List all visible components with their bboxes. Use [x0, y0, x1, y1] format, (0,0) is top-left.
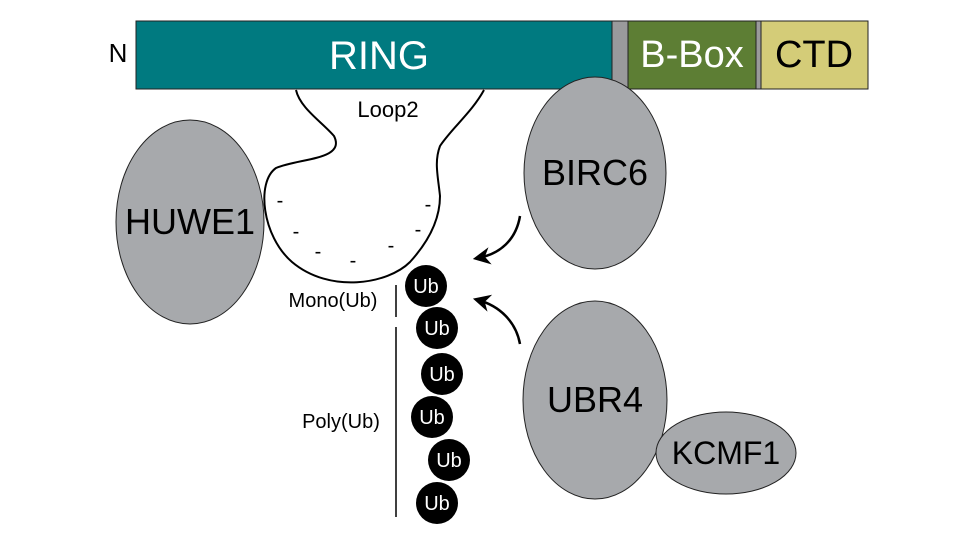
mono-ub-label: Mono(Ub) [289, 290, 378, 312]
ubr4-arrow [472, 294, 522, 345]
negative-charges: - - - - - - - [277, 190, 432, 272]
ub-poly: Ub [428, 439, 470, 481]
ring-label: RING [329, 34, 429, 78]
ub-label: Ub [424, 493, 450, 515]
ctd-label: CTD [775, 34, 853, 76]
charge-symbol: - [293, 221, 300, 243]
ub-circle [428, 439, 470, 481]
ub-poly: Ub [411, 396, 453, 438]
ub-poly: Ub [421, 353, 463, 395]
ub-label: Ub [413, 276, 439, 298]
linker-segment [611, 20, 629, 90]
ctd-domain [760, 20, 869, 90]
charge-symbol: - [350, 250, 357, 272]
ub-circle [411, 396, 453, 438]
ub-mono: Ub [405, 265, 447, 307]
charge-symbol: - [425, 194, 432, 216]
ub-label: Ub [429, 364, 455, 386]
ub-circle [416, 482, 458, 524]
charge-symbol: - [315, 241, 322, 263]
charge-symbol: - [415, 219, 422, 241]
ub-circle [405, 265, 447, 307]
ub-label: Ub [424, 318, 450, 340]
huwe1-label: HUWE1 [125, 201, 255, 242]
ub-label: Ub [419, 407, 445, 429]
ub-circle [421, 353, 463, 395]
bbox-label: B-Box [640, 34, 743, 76]
birc6-label: BIRC6 [542, 152, 648, 193]
ub-label: Ub [436, 450, 462, 472]
ring-domain [135, 20, 613, 90]
huwe1-ellipse [115, 119, 265, 325]
ub-poly: Ub [416, 482, 458, 524]
poly-ub-label: Poly(Ub) [302, 411, 380, 433]
ubr4-ellipse [522, 300, 668, 500]
kcmf1-ellipse [655, 411, 797, 495]
n-terminus-label: N [109, 38, 128, 68]
domain-bar: RING B-Box CTD [135, 20, 869, 90]
loop2-label: Loop2 [357, 97, 418, 122]
charge-symbol: - [277, 190, 284, 212]
birc6-ellipse [523, 76, 667, 270]
kcmf1-label: KCMF1 [672, 435, 780, 471]
ubr4-label: UBR4 [547, 379, 643, 420]
ub-chain: Ub Ub Ub Ub Ub Ub [405, 265, 470, 524]
loop2-outline [263, 89, 485, 284]
linker-segment-2 [755, 20, 762, 90]
bbox-domain [627, 20, 757, 90]
ub-circle [416, 307, 458, 349]
birc6-arrow [472, 215, 522, 265]
charge-symbol: - [388, 235, 395, 257]
ub-poly: Ub [416, 307, 458, 349]
